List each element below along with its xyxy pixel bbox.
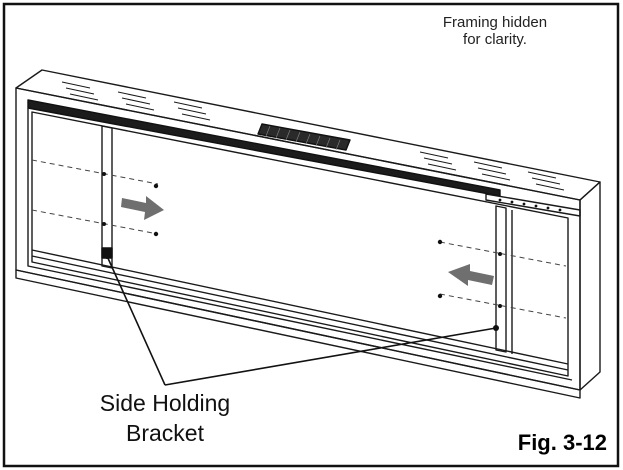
vent-slots-right <box>419 151 565 191</box>
bottom-trim <box>15 269 581 399</box>
glass-panel <box>31 111 569 377</box>
vent-slots-left <box>61 81 211 121</box>
figure-label: Fig. 3-12 <box>517 430 607 455</box>
right-side-panel <box>579 181 601 391</box>
framing-note-line1: Framing hidden <box>442 14 548 31</box>
callout-label-line2: Bracket <box>126 420 204 446</box>
control-strip <box>485 193 581 217</box>
framing-note-line2: for clarity. <box>463 31 527 48</box>
right-side-bracket <box>495 205 507 353</box>
screw-holes <box>102 172 502 308</box>
left-side-bracket <box>101 125 113 269</box>
center-grille <box>257 123 351 151</box>
fireplace-unit <box>15 69 601 399</box>
callout-label: Side Holding Bracket <box>60 388 270 448</box>
callout-dot-left <box>104 253 110 259</box>
callout-leaders <box>106 255 497 386</box>
arrow-right-icon <box>121 196 164 220</box>
framing-note: Framing hidden for clarity. <box>410 14 580 48</box>
alignment-dashes <box>31 159 567 319</box>
arrow-left-icon <box>448 264 494 286</box>
callout-dot-right <box>493 325 499 331</box>
callout-label-line1: Side Holding <box>99 390 231 416</box>
